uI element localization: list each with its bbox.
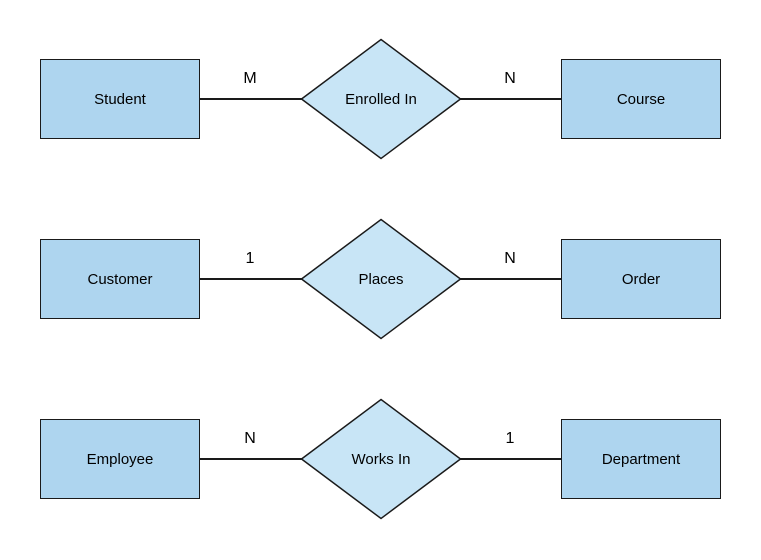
relationship-label: Works In bbox=[351, 450, 411, 468]
entity-order: Order bbox=[561, 239, 721, 319]
cardinality-label-right: N bbox=[504, 70, 516, 87]
entity-department: Department bbox=[561, 419, 721, 499]
connector-line-left bbox=[200, 98, 302, 100]
entity-customer: Customer bbox=[40, 239, 200, 319]
diamond-shape bbox=[300, 398, 462, 520]
entity-course: Course bbox=[561, 59, 721, 139]
cardinality-label-right: 1 bbox=[505, 430, 515, 447]
relationship-label: Enrolled In bbox=[345, 90, 417, 108]
diamond-shape bbox=[300, 38, 462, 160]
er-row-employee-department: Employee N Works In 1 Department bbox=[0, 398, 761, 520]
connector-line-left bbox=[200, 458, 302, 460]
relationship-diamond-enrolled-in: Enrolled In bbox=[300, 38, 462, 160]
er-row-customer-order: Customer 1 Places N Order bbox=[0, 218, 761, 340]
diamond-shape bbox=[300, 218, 462, 340]
entity-student: Student bbox=[40, 59, 200, 139]
connector-line-left bbox=[200, 278, 302, 280]
entity-employee: Employee bbox=[40, 419, 200, 499]
cardinality-label-left: N bbox=[244, 430, 256, 447]
er-row-student-course: Student M Enrolled In N Course bbox=[0, 38, 761, 160]
connector-line-right bbox=[460, 98, 562, 100]
cardinality-label-left: M bbox=[243, 70, 257, 87]
relationship-diamond-works-in: Works In bbox=[300, 398, 462, 520]
relationship-label: Places bbox=[358, 270, 404, 288]
cardinality-label-left: 1 bbox=[245, 250, 255, 267]
connector-line-right bbox=[460, 278, 562, 280]
cardinality-label-right: N bbox=[504, 250, 516, 267]
connector-line-right bbox=[460, 458, 562, 460]
relationship-diamond-places: Places bbox=[300, 218, 462, 340]
